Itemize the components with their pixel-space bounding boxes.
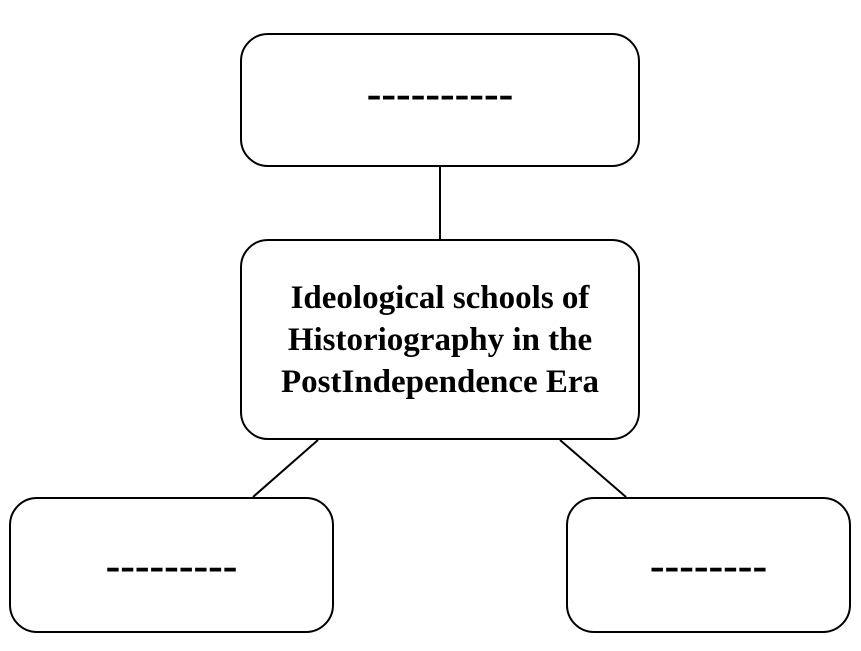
center-node-label: Ideological schools of Historiography in… bbox=[280, 279, 600, 400]
edge-center-right bbox=[559, 439, 627, 498]
top-node-blank: ---------- bbox=[240, 33, 640, 167]
left-node-label: --------- bbox=[105, 540, 238, 590]
left-node-blank: --------- bbox=[9, 497, 334, 633]
right-node-label: -------- bbox=[649, 540, 768, 590]
center-node: Ideological schools of Historiography in… bbox=[240, 239, 640, 440]
edge-center-left bbox=[252, 439, 319, 498]
top-node-label: ---------- bbox=[366, 68, 514, 118]
right-node-blank: -------- bbox=[566, 497, 851, 633]
